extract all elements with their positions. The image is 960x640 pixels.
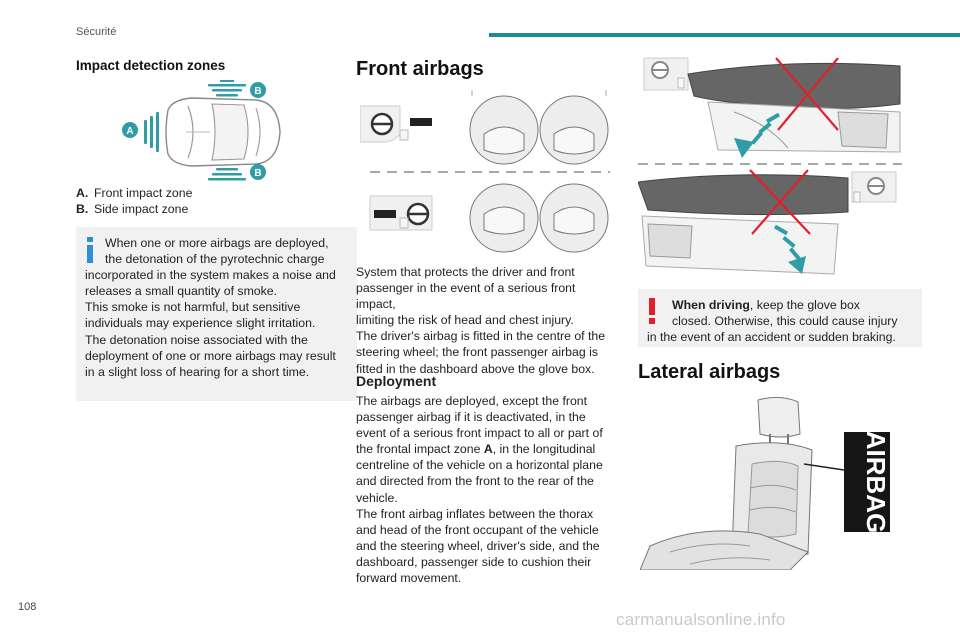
note-line: in a slight loss of hearing for a short … xyxy=(85,364,310,379)
lateral-airbags-title: Lateral airbags xyxy=(638,361,781,383)
impact-zones-diagram: A B B xyxy=(122,80,281,181)
airbag-label: AIRBAG xyxy=(861,431,891,534)
front-airbags-intro: System that protects the driver and fron… xyxy=(356,265,606,376)
page-number: 108 xyxy=(18,601,37,613)
header-accent-bar xyxy=(489,33,960,37)
diagram-label-a: A xyxy=(126,126,133,137)
note-line: incorporated in the system makes a noise… xyxy=(85,268,336,283)
info-icon xyxy=(87,237,93,263)
note-line: When one or more airbags are deployed, xyxy=(105,236,329,250)
seat-airbag-illustration: AIRBAG xyxy=(640,396,891,570)
note-line: The detonation noise associated with the xyxy=(85,332,308,347)
zones-legend: A.Front impact zone B.Side impact zone xyxy=(76,185,192,217)
diagram-label-b-bottom: B xyxy=(254,168,261,179)
note-line: the detonation of the pyrotechnic charge xyxy=(105,252,325,267)
legend-item: B.Side impact zone xyxy=(76,202,189,217)
front-airbags-illustration xyxy=(360,90,610,253)
note-line: individuals may experience slight irrita… xyxy=(85,316,316,331)
glove-box-illustration xyxy=(638,57,902,275)
warning-note: When driving, keep the glove box closed.… xyxy=(638,289,922,347)
info-note: When one or more airbags are deployed, t… xyxy=(76,227,357,401)
watermark: carmanualsonline.info xyxy=(616,610,786,629)
deployment-title: Deployment xyxy=(356,373,437,389)
note-line: This smoke is not harmful, but sensitive xyxy=(85,300,301,315)
diagram-label-b-top: B xyxy=(254,86,261,97)
legend-item: A.Front impact zone xyxy=(76,186,193,200)
note-line: releases a small quantity of smoke. xyxy=(85,284,278,299)
warning-icon xyxy=(649,298,655,324)
deployment-text: The airbags are deployed, except the fro… xyxy=(356,394,603,586)
impact-zones-title: Impact detection zones xyxy=(76,58,226,73)
warning-bold: When driving xyxy=(672,298,750,312)
section-header: Sécurité xyxy=(76,26,117,38)
note-line: deployment of one or more airbags may re… xyxy=(85,348,336,363)
front-airbags-title: Front airbags xyxy=(356,58,484,80)
